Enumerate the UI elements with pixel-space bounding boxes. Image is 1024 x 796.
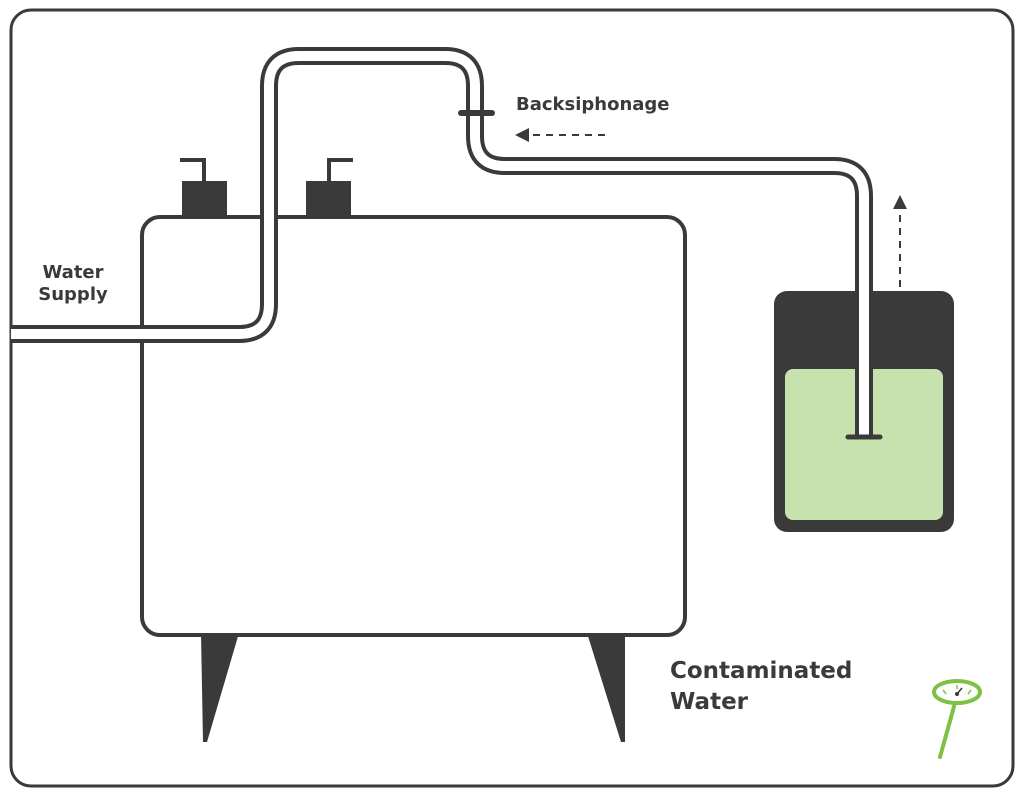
contaminated-water-label-line2: Water — [670, 689, 749, 716]
backflow-arrow-vertical — [893, 195, 907, 287]
water-supply-label-line1: Water — [42, 262, 104, 283]
gauge-pin-logo-icon — [932, 679, 982, 759]
backsiphonage-label: Backsiphonage — [516, 94, 670, 115]
contaminated-water-label-line1: Contaminated — [670, 658, 853, 684]
supply-pipe — [11, 47, 873, 437]
water-supply-label-line2: Supply — [38, 283, 108, 305]
tank-leg-left — [201, 633, 239, 742]
tank-leg-right — [587, 633, 625, 742]
tank-cap-left — [180, 158, 227, 218]
storage-tank — [140, 215, 687, 637]
backflow-arrow-horizontal — [515, 128, 605, 142]
contaminated-liquid — [785, 369, 943, 520]
water-supply-label: Water Supply — [18, 262, 128, 305]
tank-cap-right — [306, 158, 353, 218]
contaminated-water-label: Contaminated Water — [670, 656, 852, 718]
